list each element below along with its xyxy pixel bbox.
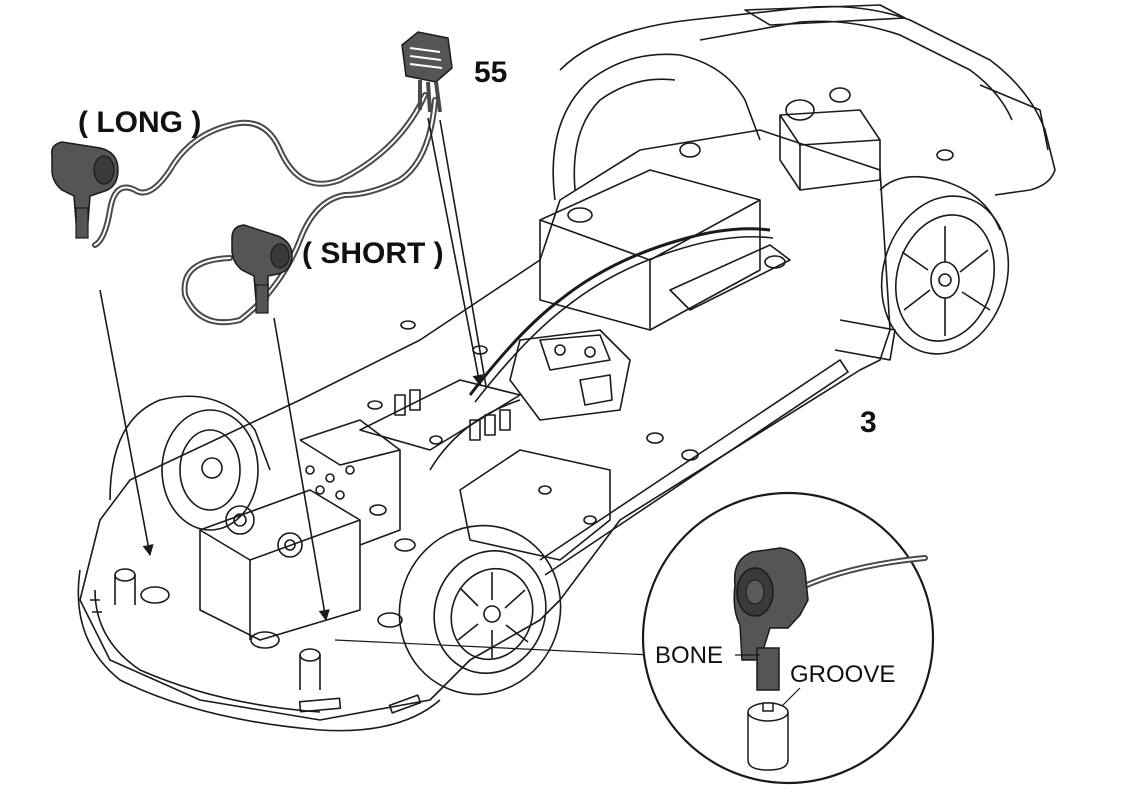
label-long: ( LONG ) — [78, 106, 201, 139]
car-chassis — [77, 4, 1056, 732]
front-right-wheel — [398, 524, 562, 696]
rear-body-inner — [699, 20, 1013, 121]
mount-holes — [367, 320, 699, 525]
inset-connector — [733, 547, 809, 691]
harness-plug — [401, 31, 453, 113]
gears — [225, 505, 303, 558]
rear-motor — [679, 87, 954, 191]
wire-harness — [50, 31, 453, 326]
label-groove: GROOVE — [790, 661, 895, 688]
guide-ribs — [359, 379, 521, 451]
rear-spoiler — [744, 4, 906, 26]
short-connector — [231, 224, 293, 314]
label-part-3: 3 — [860, 406, 877, 439]
rear-cover-box — [539, 169, 791, 331]
label-part-55: 55 — [474, 56, 507, 89]
inset-groove-socket — [747, 702, 789, 771]
arrow-long-connector — [99, 289, 154, 557]
rear-body-shell — [559, 5, 1056, 196]
label-bone: BONE — [655, 642, 723, 669]
front-left-wheel — [109, 395, 271, 531]
rear-right-wheel — [880, 195, 1010, 355]
assembly-arrows — [99, 117, 487, 622]
rear-left-wheel — [552, 53, 761, 201]
long-connector — [50, 141, 119, 239]
internal-wire-channel — [468, 227, 771, 396]
center-deck — [459, 329, 631, 561]
arrow-plug-left — [427, 117, 484, 387]
inset-leader-line — [334, 639, 651, 656]
detail-inset — [334, 491, 935, 785]
arrow-plug-right — [439, 119, 487, 387]
chassis-platform — [79, 129, 891, 721]
motor-block — [199, 419, 401, 641]
front-mounts — [114, 504, 416, 690]
arrow-short-connector — [273, 317, 330, 622]
label-short: ( SHORT ) — [302, 237, 444, 270]
front-splitter — [77, 569, 441, 732]
inset-bone — [756, 647, 780, 691]
